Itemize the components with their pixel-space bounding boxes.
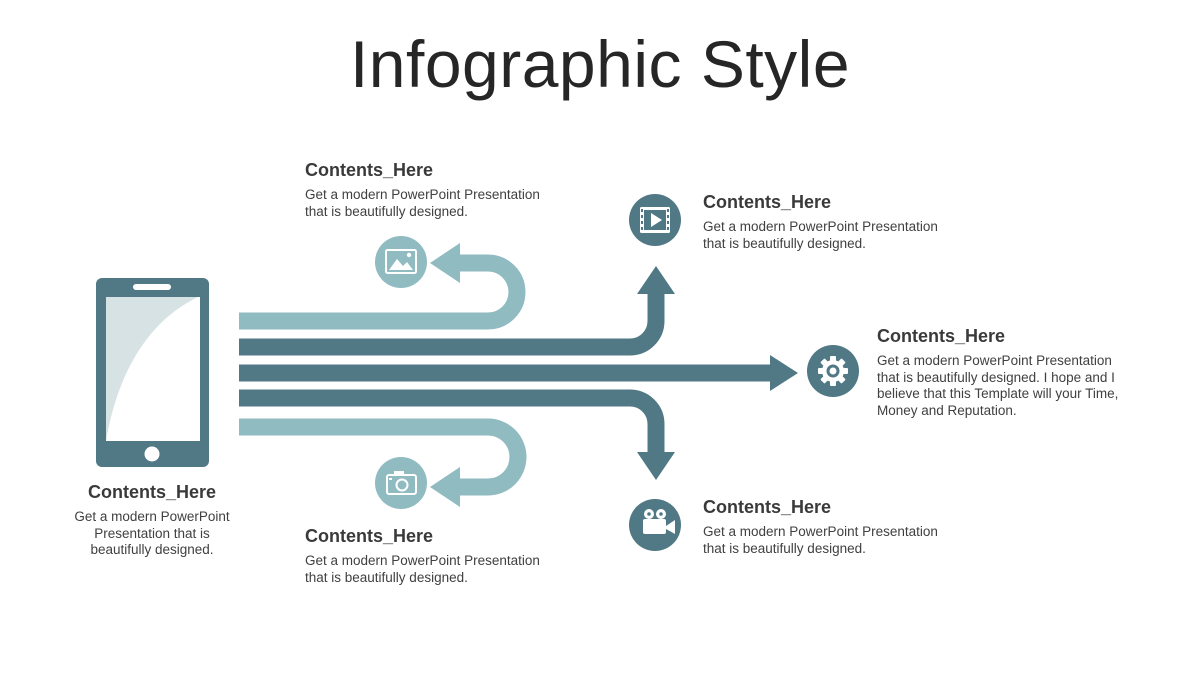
video-play-icon	[629, 194, 681, 246]
gear-icon	[807, 345, 859, 397]
page-title: Infographic Style	[349, 27, 851, 101]
content-block-top-left: Contents_Here Get a modern PowerPoint Pr…	[305, 160, 565, 220]
block-heading: Contents_Here	[703, 192, 832, 212]
u-turn-arrow-top	[239, 243, 526, 330]
content-block-middle-right: Contents_Here Get a modern PowerPoint Pr…	[877, 326, 1129, 419]
block-body: Get a modern PowerPoint Presentation tha…	[74, 509, 230, 557]
block-heading: Contents_Here	[877, 326, 1006, 346]
image-icon	[375, 236, 427, 288]
block-heading: Contents_Here	[87, 482, 217, 502]
content-block-bottom-left: Contents_Here Get a modern PowerPoint Pr…	[305, 526, 565, 586]
block-heading: Contents_Here	[305, 160, 434, 180]
content-block-top-right: Contents_Here Get a modern PowerPoint Pr…	[703, 192, 963, 252]
camera-icon	[375, 457, 427, 509]
block-heading: Contents_Here	[305, 526, 434, 546]
block-body: Get a modern PowerPoint Presentation tha…	[305, 187, 540, 219]
video-camera-icon	[629, 499, 681, 551]
content-block-phone: Contents_Here Get a modern PowerPoint Pr…	[72, 482, 232, 559]
block-heading: Contents_Here	[703, 497, 832, 517]
block-body: Get a modern PowerPoint Presentation tha…	[877, 353, 1119, 418]
block-body: Get a modern PowerPoint Presentation tha…	[703, 219, 938, 251]
down-arrow	[239, 389, 675, 480]
u-turn-arrow-bottom	[239, 418, 527, 507]
smartphone-icon	[96, 278, 209, 467]
right-arrow	[239, 355, 798, 391]
content-block-bottom-right: Contents_Here Get a modern PowerPoint Pr…	[703, 497, 963, 557]
block-body: Get a modern PowerPoint Presentation tha…	[305, 553, 540, 585]
block-body: Get a modern PowerPoint Presentation tha…	[703, 524, 938, 556]
up-arrow	[239, 266, 675, 356]
